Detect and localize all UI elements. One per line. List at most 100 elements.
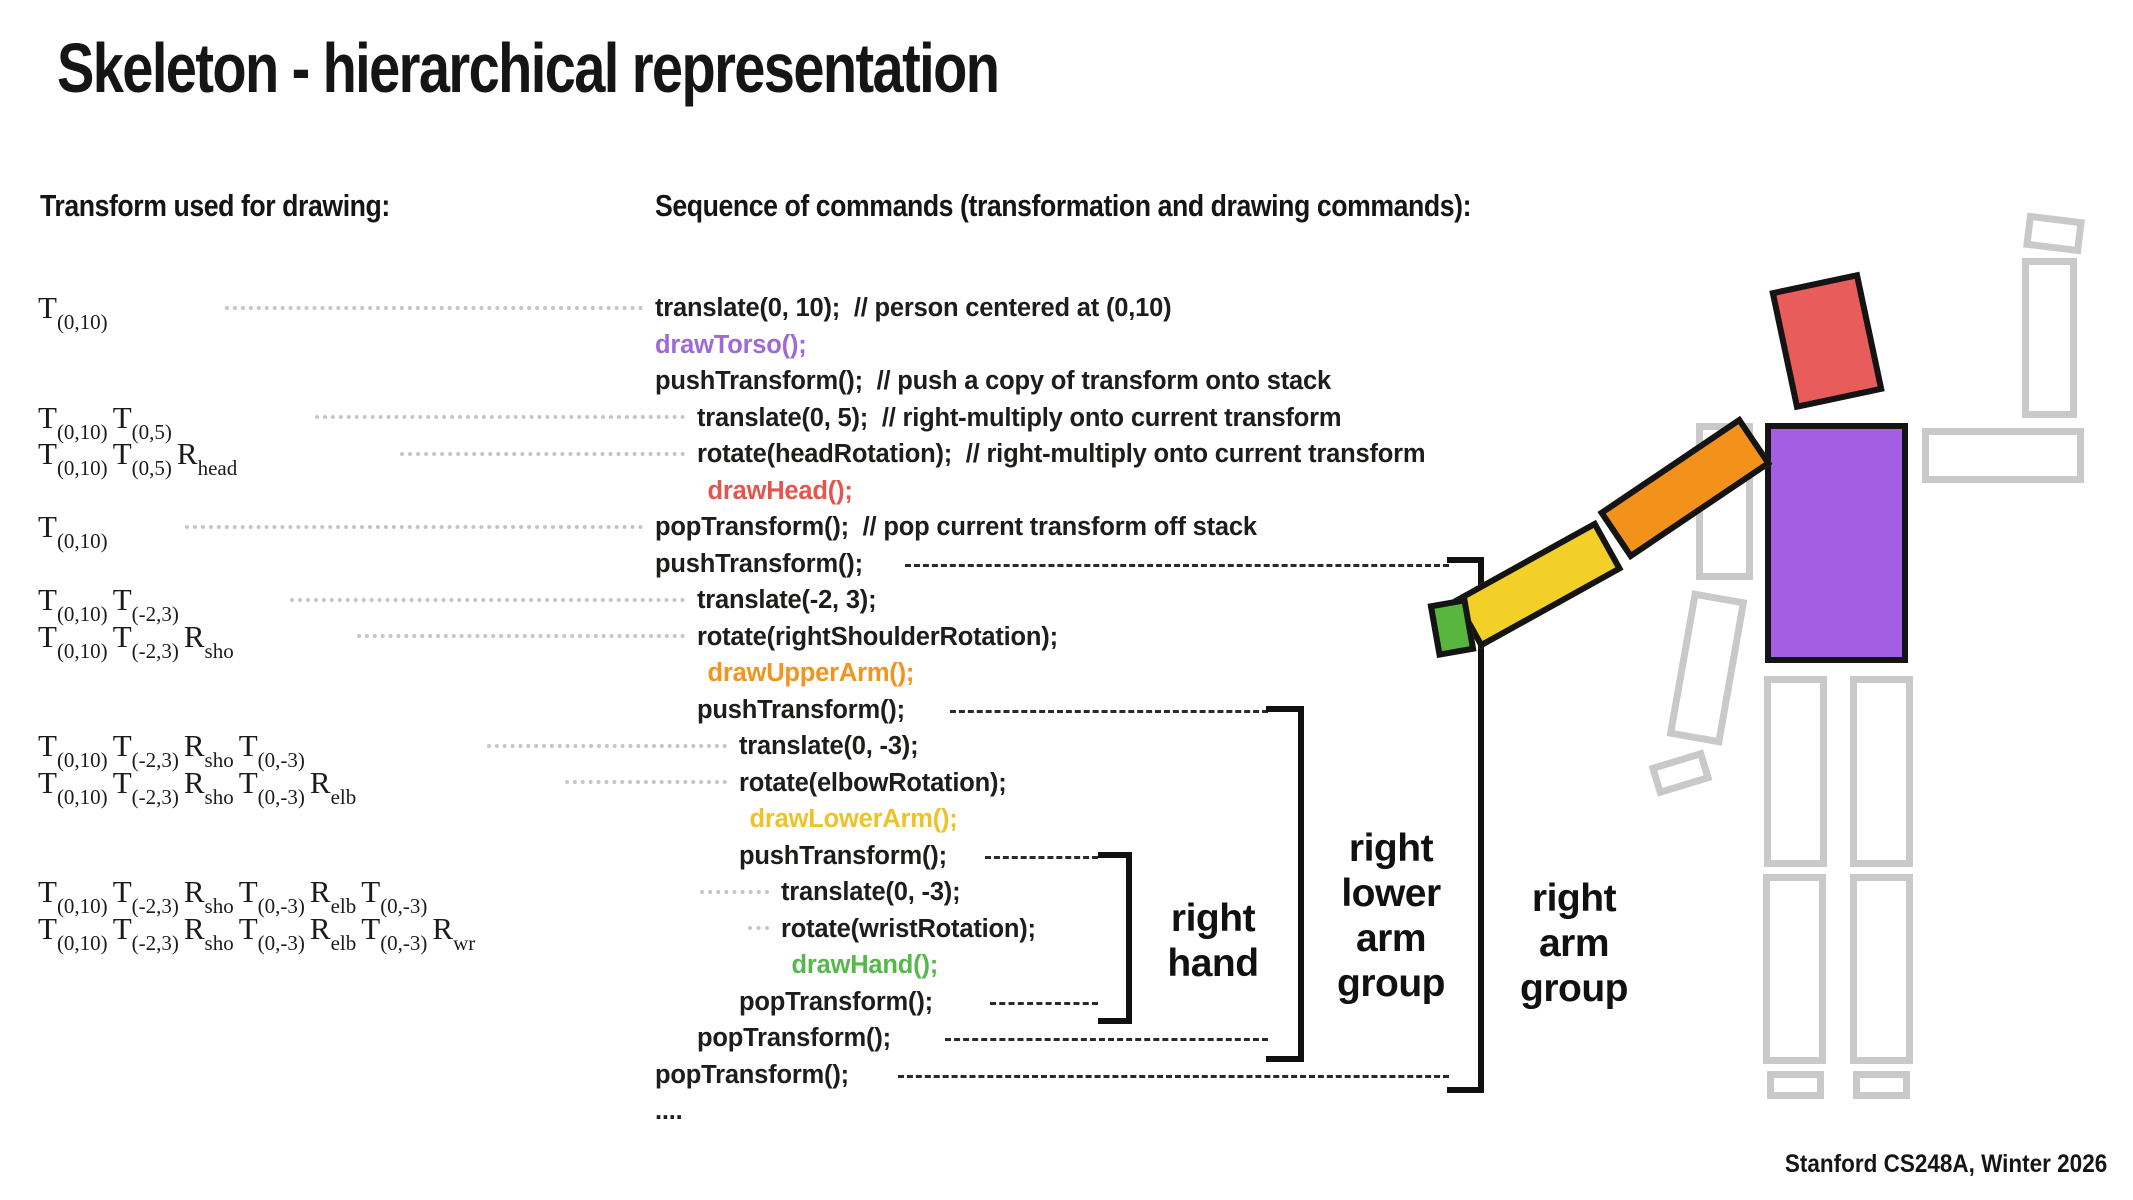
lower-arm-rect xyxy=(1452,519,1624,650)
transform-term: T(-2,3) xyxy=(112,911,179,956)
code-line: pushTransform(); xyxy=(739,841,947,870)
code-line: .... xyxy=(655,1097,683,1125)
transform-term: T(0,10) xyxy=(38,509,108,554)
code-line: popTransform(); xyxy=(655,1060,849,1089)
right-thigh-placeholder xyxy=(1764,676,1827,867)
code-line: popTransform(); xyxy=(739,987,933,1016)
transform-expression: T(0,10)T(-2,3) xyxy=(38,578,184,627)
footer-credit: Stanford CS248A, Winter 2026 xyxy=(1784,1150,2107,1178)
left-foot-placeholder xyxy=(1853,1071,1910,1099)
left-forearm-placeholder xyxy=(2022,258,2077,418)
push-dash-line xyxy=(905,564,1449,567)
transform-term: T(0,10) xyxy=(38,728,108,773)
transform-term: Rsho xyxy=(183,911,234,956)
transform-term: Rsho xyxy=(183,765,234,810)
code-line: popTransform(); xyxy=(697,1024,891,1052)
code-line: pushTransform(); xyxy=(697,695,905,724)
leader-line xyxy=(357,634,685,638)
right-hand-placeholder xyxy=(1648,749,1713,797)
code-line: pushTransform(); xyxy=(655,549,863,578)
transform-term: Rhead xyxy=(176,436,238,481)
left-column-header: Transform used for drawing: xyxy=(40,188,390,223)
leader-line xyxy=(225,306,643,310)
code-line: pushTransform(); // push a copy of trans… xyxy=(655,367,1331,395)
right-shin-placeholder xyxy=(1763,874,1826,1064)
transform-term: Rsho xyxy=(183,619,234,664)
transform-term: T(-2,3) xyxy=(112,728,179,773)
code-line: translate(0, -3); xyxy=(739,732,919,760)
transform-term: T(0,10) xyxy=(38,436,108,481)
pop-dash-line xyxy=(898,1075,1449,1078)
transform-term: T(-2,3) xyxy=(112,619,179,664)
left-hand-placeholder xyxy=(2023,212,2085,255)
pop-dash-line xyxy=(990,1002,1098,1005)
transform-term: T(0,-3) xyxy=(361,874,428,919)
right-arm-label: right arm group xyxy=(1520,877,1628,1010)
transform-term: Rsho xyxy=(183,874,234,919)
transform-term: Relb xyxy=(309,874,357,919)
page-title: Skeleton - hierarchical representation xyxy=(57,29,1000,107)
code-line: translate(-2, 3); xyxy=(697,586,877,614)
right-column-header: Sequence of commands (transformation and… xyxy=(655,188,1472,223)
code-line: translate(0, -3); xyxy=(781,878,961,906)
transform-term: T(0,10) xyxy=(38,765,108,810)
transform-expression: T(0,10) xyxy=(38,286,113,333)
right-foot-placeholder xyxy=(1767,1071,1824,1099)
transform-expression: T(0,10) xyxy=(38,505,113,554)
code-line: drawUpperArm(); xyxy=(707,659,915,687)
transform-term: T(0,5) xyxy=(112,400,172,445)
right-hand-label: right hand xyxy=(1167,897,1259,985)
code-line: rotate(wristRotation); xyxy=(781,914,1036,943)
transform-expression: T(0,10)T(0,5) xyxy=(38,396,177,445)
right-lower-arm-bracket xyxy=(1266,706,1304,1062)
transform-term: T(-2,3) xyxy=(112,582,179,627)
transform-term: T(0,10) xyxy=(38,582,108,627)
transform-term: T(0,-3) xyxy=(238,728,305,773)
transform-term: T(0,-3) xyxy=(361,911,428,956)
transform-term: T(0,-3) xyxy=(238,874,305,919)
push-dash-line xyxy=(950,710,1268,713)
leader-line xyxy=(290,598,685,602)
leader-line xyxy=(185,525,643,529)
transform-term: T(0,-3) xyxy=(238,911,305,956)
code-line: drawTorso(); xyxy=(655,330,807,359)
transform-term: T(-2,3) xyxy=(112,874,179,919)
leader-line xyxy=(487,744,727,748)
leader-line xyxy=(700,890,769,894)
head-rect xyxy=(1769,271,1885,411)
left-shin-placeholder xyxy=(1850,874,1913,1064)
right-hand-bracket xyxy=(1098,852,1132,1024)
code-line: rotate(headRotation); // right-multiply … xyxy=(697,440,1426,468)
code-line: drawHand(); xyxy=(791,951,939,979)
transform-term: T(-2,3) xyxy=(112,765,179,810)
leader-line xyxy=(315,415,685,419)
transform-term: T(0,10) xyxy=(38,619,108,664)
right-lower-arm-label: right lower arm group xyxy=(1337,827,1445,1005)
transform-expression: T(0,10)T(0,5)Rhead xyxy=(38,432,242,481)
transform-term: T(0,-3) xyxy=(238,765,305,810)
left-upper-arm-placeholder xyxy=(1922,428,2084,483)
transform-term: Relb xyxy=(309,765,357,810)
transform-term: T(0,10) xyxy=(38,874,108,919)
push-dash-line xyxy=(985,856,1098,859)
transform-term: T(0,10) xyxy=(38,911,108,956)
transform-term: T(0,5) xyxy=(112,436,172,481)
code-line: drawHead(); xyxy=(707,476,853,505)
transform-term: Relb xyxy=(309,911,357,956)
transform-term: Rsho xyxy=(183,728,234,773)
pop-dash-line xyxy=(945,1038,1268,1041)
leader-line xyxy=(748,926,769,930)
right-forearm-placeholder xyxy=(1666,590,1748,746)
transform-expression: T(0,10)T(-2,3)Rsho xyxy=(38,615,239,664)
right-arm-bracket xyxy=(1447,557,1484,1093)
code-line: drawLowerArm(); xyxy=(749,805,958,833)
left-thigh-placeholder xyxy=(1850,676,1913,867)
code-line: translate(0, 5); // right-multiply onto … xyxy=(697,403,1342,432)
torso-rect xyxy=(1765,423,1908,663)
code-line: popTransform(); // pop current transform… xyxy=(655,513,1257,541)
leader-line xyxy=(565,780,727,784)
code-line: rotate(rightShoulderRotation); xyxy=(697,622,1058,651)
